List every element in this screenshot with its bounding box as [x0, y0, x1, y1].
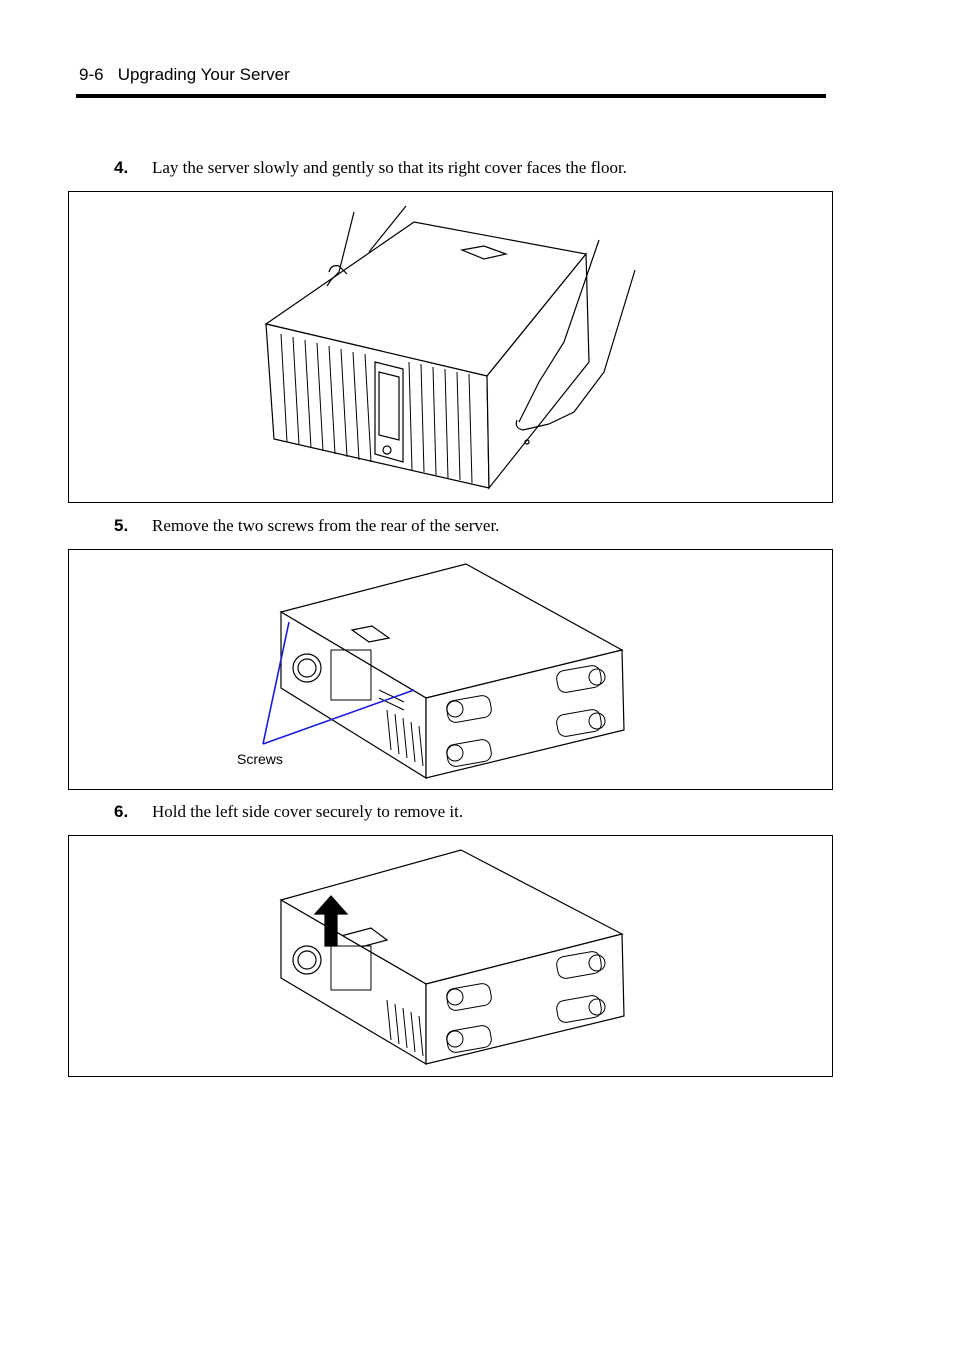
server-rear-screws-illustration: [262, 563, 625, 780]
server-lay-down-illustration: [264, 205, 636, 490]
server-cover-removal-illustration: [279, 849, 625, 1066]
step-number: 6.: [114, 802, 129, 821]
step-number: 5.: [114, 516, 129, 535]
step-6: 6. Hold the left side cover securely to r…: [114, 802, 463, 822]
step-number: 4.: [114, 158, 129, 177]
section-title: Upgrading Your Server: [117, 65, 290, 84]
figure-remove-screws: Screws: [68, 549, 833, 790]
step-5: 5. Remove the two screws from the rear of…: [114, 516, 499, 536]
header-rule: [76, 94, 826, 98]
step-4: 4. Lay the server slowly and gently so th…: [114, 158, 627, 178]
step-text: Remove the two screws from the rear of t…: [152, 516, 500, 535]
figure-lay-server: [68, 191, 833, 503]
step-text: Lay the server slowly and gently so that…: [152, 158, 627, 177]
figure-remove-cover: [68, 835, 833, 1077]
page-number: 9-6: [79, 65, 104, 84]
screws-callout-label: Screws: [237, 751, 283, 767]
page-header: 9-6 Upgrading Your Server: [79, 65, 290, 85]
step-text: Hold the left side cover securely to rem…: [152, 802, 464, 821]
